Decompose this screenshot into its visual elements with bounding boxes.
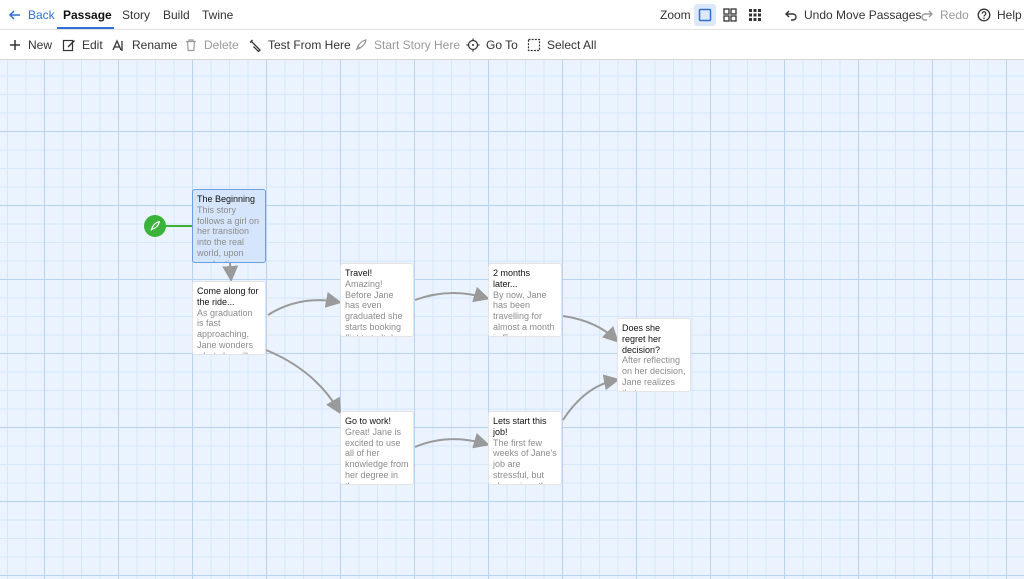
- passage-title: Lets start this job!: [493, 416, 547, 437]
- back-button[interactable]: Back: [8, 0, 55, 30]
- new-passage-button[interactable]: New: [8, 30, 52, 60]
- top-bar: Back Passage Story Build Twine Zoom Un: [0, 0, 1024, 30]
- passage-excerpt: By now, Jane has been travelling for alm…: [493, 289, 555, 336]
- link-come-along-to-travel: [267, 291, 342, 316]
- passage-card[interactable]: Does she regret her decision? After refl…: [617, 318, 691, 392]
- undo-button[interactable]: Undo Move Passages: [784, 0, 921, 30]
- redo-button[interactable]: Redo: [920, 0, 969, 30]
- passage-card[interactable]: 2 months later... By now, Jane has been …: [488, 263, 562, 337]
- passage-links: [222, 262, 620, 449]
- zoom-30-button[interactable]: [744, 4, 766, 26]
- start-label: Start Story Here: [374, 38, 461, 52]
- tab-passage-label: Passage: [63, 8, 112, 22]
- passage-title: Travel!: [345, 268, 373, 278]
- redo-label: Redo: [940, 8, 969, 22]
- story-map-canvas[interactable]: The Beginning This story follows a girl …: [0, 60, 1024, 579]
- square-icon: [698, 8, 712, 22]
- zoom-60-button[interactable]: [719, 4, 741, 26]
- help-label: Help: [997, 8, 1022, 22]
- rename-label: Rename: [132, 38, 178, 52]
- link-2-months-to-regret: [562, 315, 619, 343]
- passage-card[interactable]: Go to work! Great! Jane is excited to us…: [340, 411, 414, 485]
- tab-build-label: Build: [163, 8, 190, 22]
- zoom-100-button[interactable]: [694, 4, 716, 26]
- start-connector: [166, 225, 193, 227]
- tab-story-label: Story: [122, 8, 151, 22]
- undo-icon: [785, 10, 797, 21]
- tab-story[interactable]: Story: [122, 0, 150, 30]
- rocket-icon: [150, 220, 161, 231]
- passage-card[interactable]: Travel! Amazing! Before Jane has even gr…: [340, 263, 414, 337]
- rename-button[interactable]: Rename: [112, 30, 177, 60]
- passage-excerpt: Amazing! Before Jane has even graduated …: [345, 278, 403, 336]
- grid-nine-icon: [749, 9, 761, 21]
- trash-icon: [186, 39, 196, 52]
- undo-label: Undo Move Passages: [804, 8, 922, 22]
- active-tab-indicator: [57, 27, 114, 29]
- start-story-here-button[interactable]: Start Story Here: [354, 30, 460, 60]
- goto-label: Go To: [486, 38, 518, 52]
- rename-icon: [112, 39, 123, 51]
- tab-twine[interactable]: Twine: [202, 0, 233, 30]
- passage-title: Go to work!: [345, 416, 392, 426]
- delete-label: Delete: [204, 38, 239, 52]
- passage-toolbar: New Edit Rename Delete Test From Here St…: [0, 30, 1024, 60]
- help-button[interactable]: Help: [977, 0, 1022, 30]
- passage-title: Does she regret her decision?: [622, 323, 662, 355]
- passage-title: The Beginning: [197, 194, 256, 204]
- link-beginning-to-come-along: [222, 262, 239, 282]
- test-label: Test From Here: [268, 38, 351, 52]
- tool-icon: [249, 39, 261, 52]
- passage-card[interactable]: The Beginning This story follows a girl …: [192, 189, 266, 263]
- zoom-label-text: Zoom: [660, 8, 691, 22]
- arrow-left-icon: [8, 10, 20, 20]
- select-all-icon: [527, 38, 541, 52]
- passage-title: Come along for the ride...: [197, 286, 259, 307]
- crosshair-icon: [466, 38, 480, 52]
- passage-excerpt: The first few weeks of Jane's job are st…: [493, 437, 557, 484]
- link-come-along-to-work: [265, 349, 342, 415]
- help-icon: [977, 8, 991, 22]
- edit-button[interactable]: Edit: [62, 30, 103, 60]
- passage-title: 2 months later...: [493, 268, 531, 289]
- back-label: Back: [28, 8, 55, 22]
- link-travel-to-2-months: [414, 286, 490, 303]
- plus-icon: [10, 40, 20, 50]
- passage-card[interactable]: Come along for the ride... As graduation…: [192, 281, 266, 355]
- tab-build[interactable]: Build: [163, 0, 190, 30]
- test-from-here-button[interactable]: Test From Here: [248, 30, 351, 60]
- link-job-to-regret: [562, 374, 620, 421]
- passage-excerpt: This story follows a girl on her transit…: [197, 204, 260, 262]
- go-to-button[interactable]: Go To: [466, 30, 518, 60]
- passage-card[interactable]: Lets start this job! The first few weeks…: [488, 411, 562, 485]
- passage-excerpt: As graduation is fast approaching, Jane …: [197, 307, 254, 354]
- new-label: New: [28, 38, 53, 52]
- delete-button[interactable]: Delete: [184, 30, 239, 60]
- link-work-to-job: [414, 432, 490, 449]
- redo-icon: [921, 10, 933, 21]
- start-passage-marker: [144, 215, 166, 237]
- tab-twine-label: Twine: [202, 8, 234, 22]
- zoom-label: Zoom: [660, 0, 691, 30]
- tab-passage[interactable]: Passage: [63, 0, 112, 30]
- grid-four-icon: [723, 8, 737, 22]
- passage-excerpt: Great! Jane is excited to use all of her…: [345, 426, 409, 484]
- passage-excerpt: After reflecting on her decision, Jane r…: [622, 355, 686, 391]
- edit-label: Edit: [82, 38, 103, 52]
- rocket-icon: [355, 39, 367, 51]
- select-all-button[interactable]: Select All: [527, 30, 596, 60]
- select-all-label: Select All: [547, 38, 597, 52]
- edit-icon: [62, 39, 75, 52]
